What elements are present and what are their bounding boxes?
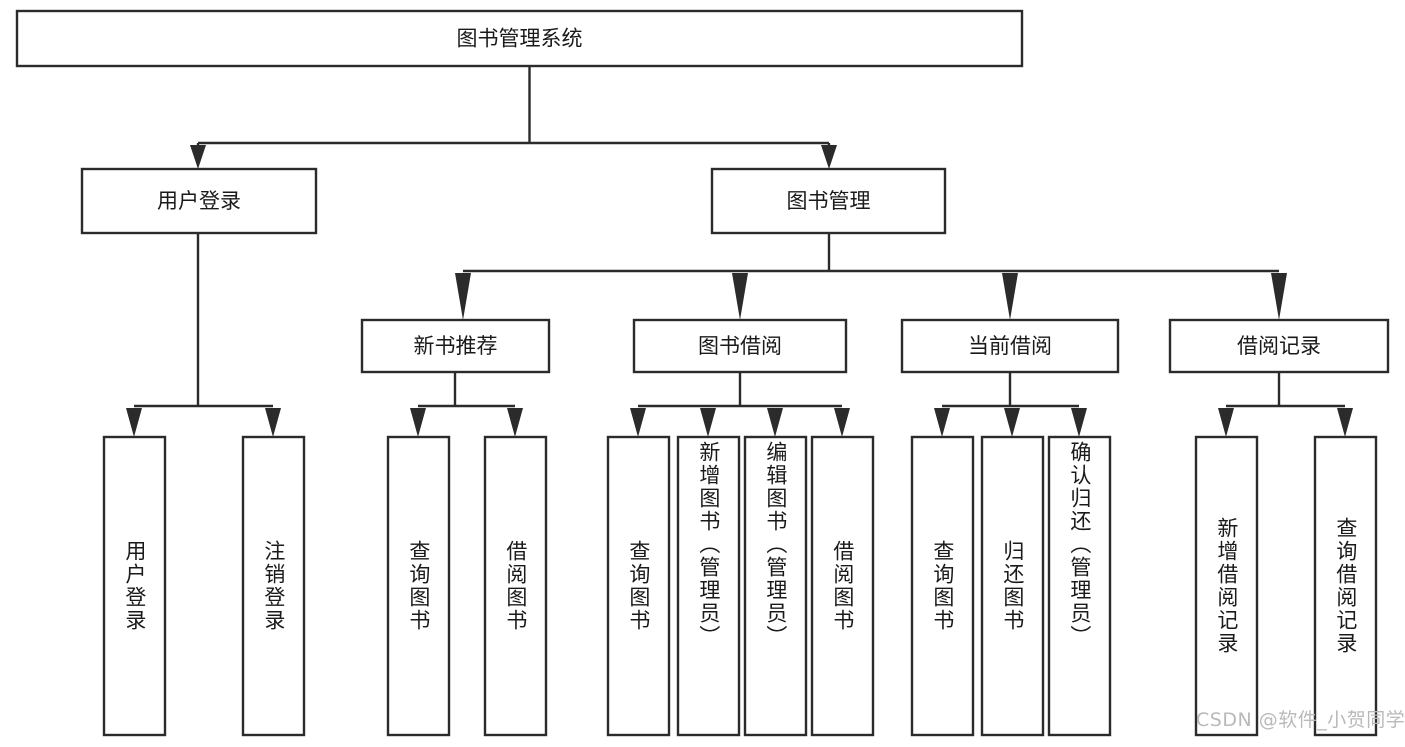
leaf-add-borrow-record-rect[interactable] (1194, 435, 1259, 737)
edge-arrowhead-leaf-query-book-recommend (410, 408, 426, 437)
node-book-borrow-label: 图书借阅 (698, 334, 782, 358)
edge-group-book-management-to-level3 (455, 233, 1287, 320)
edge-arrowhead-book-borrow (732, 273, 748, 320)
leaf-borrow-book-rect[interactable] (810, 435, 875, 737)
node-new-book-recommend-label: 新书推荐 (414, 334, 498, 358)
edge-arrowhead-leaf-edit-book-admin (767, 408, 783, 437)
node-user-login-rect[interactable] (80, 167, 318, 235)
leaf-borrow-book-recommend-rect[interactable] (483, 435, 548, 737)
edge-arrowhead-leaf-borrow-book (834, 408, 850, 437)
node-borrow-records-rect[interactable] (1168, 318, 1390, 374)
edge-group-current-borrow-to-leaves (934, 372, 1087, 437)
node-current-borrow-rect[interactable] (900, 318, 1120, 374)
csdn-watermark: CSDN @软件_小贺同学 (1196, 709, 1405, 731)
edge-group-book-borrow-to-leaves (630, 372, 850, 437)
edge-arrowhead-leaf-logout (265, 408, 281, 437)
leaf-add-book-admin-rect[interactable] (676, 435, 741, 737)
edge-arrowhead-leaf-add-borrow-record (1218, 408, 1234, 437)
node-book-management-rect[interactable] (710, 167, 947, 235)
node-current-borrow[interactable]: 当前借阅 (900, 318, 1120, 374)
leaf-confirm-return-admin-rect[interactable] (1047, 435, 1112, 737)
node-user-login-label: 用户登录 (157, 189, 241, 213)
node-root-label: 图书管理系统 (457, 27, 583, 51)
leaf-edit-book-admin-rect[interactable] (743, 435, 808, 737)
leaf-query-book-borrow-rect[interactable] (606, 435, 671, 737)
node-book-management-label: 图书管理 (787, 189, 871, 213)
edge-group-root-to-level2 (190, 66, 837, 169)
edge-arrowhead-leaf-confirm-return-admin (1071, 408, 1087, 437)
edge-arrowhead-current-borrow (1002, 273, 1018, 320)
leaf-user-login-rect[interactable] (102, 435, 167, 737)
node-current-borrow-label: 当前借阅 (968, 334, 1052, 358)
node-borrow-records[interactable]: 借阅记录 (1168, 318, 1390, 374)
edge-arrowhead-leaf-borrow-book-recommend (507, 408, 523, 437)
leaf-query-borrow-record-rect[interactable] (1313, 435, 1378, 737)
node-root-rect[interactable] (15, 9, 1024, 68)
leaf-query-book-recommend-rect[interactable] (386, 435, 451, 737)
leaf-return-book-rect[interactable] (980, 435, 1045, 737)
edge-group-borrow-records-to-leaves (1218, 372, 1353, 437)
node-book-management[interactable]: 图书管理 (710, 167, 947, 235)
edge-group-user-login-to-leaves (126, 233, 281, 437)
leaf-box-group (102, 435, 1378, 737)
edge-arrowhead-leaf-query-book-current (934, 408, 950, 437)
leaf-query-book-current-rect[interactable] (910, 435, 975, 737)
node-new-book-recommend-rect[interactable] (360, 318, 551, 374)
edge-arrowhead-leaf-user-login (126, 408, 142, 437)
edge-arrowhead-borrow-records (1271, 273, 1287, 320)
node-new-book-recommend[interactable]: 新书推荐 (360, 318, 551, 374)
edge-arrowhead-user-login (190, 145, 206, 169)
edge-arrowhead-leaf-query-borrow-record (1337, 408, 1353, 437)
edge-arrowhead-leaf-add-book-admin (700, 408, 716, 437)
node-book-borrow-rect[interactable] (632, 318, 848, 374)
edge-arrowhead-leaf-query-book-borrow (630, 408, 646, 437)
edge-group-new-book-recommend-to-leaves (410, 372, 523, 437)
node-user-login[interactable]: 用户登录 (80, 167, 318, 235)
node-root[interactable]: 图书管理系统 (15, 9, 1024, 68)
leaf-logout-rect[interactable] (241, 435, 306, 737)
edge-arrowhead-leaf-return-book (1004, 408, 1020, 437)
edge-arrowhead-book-management (821, 145, 837, 169)
edge-arrowhead-new-book-recommend (455, 273, 471, 320)
node-borrow-records-label: 借阅记录 (1237, 334, 1321, 358)
node-book-borrow[interactable]: 图书借阅 (632, 318, 848, 374)
